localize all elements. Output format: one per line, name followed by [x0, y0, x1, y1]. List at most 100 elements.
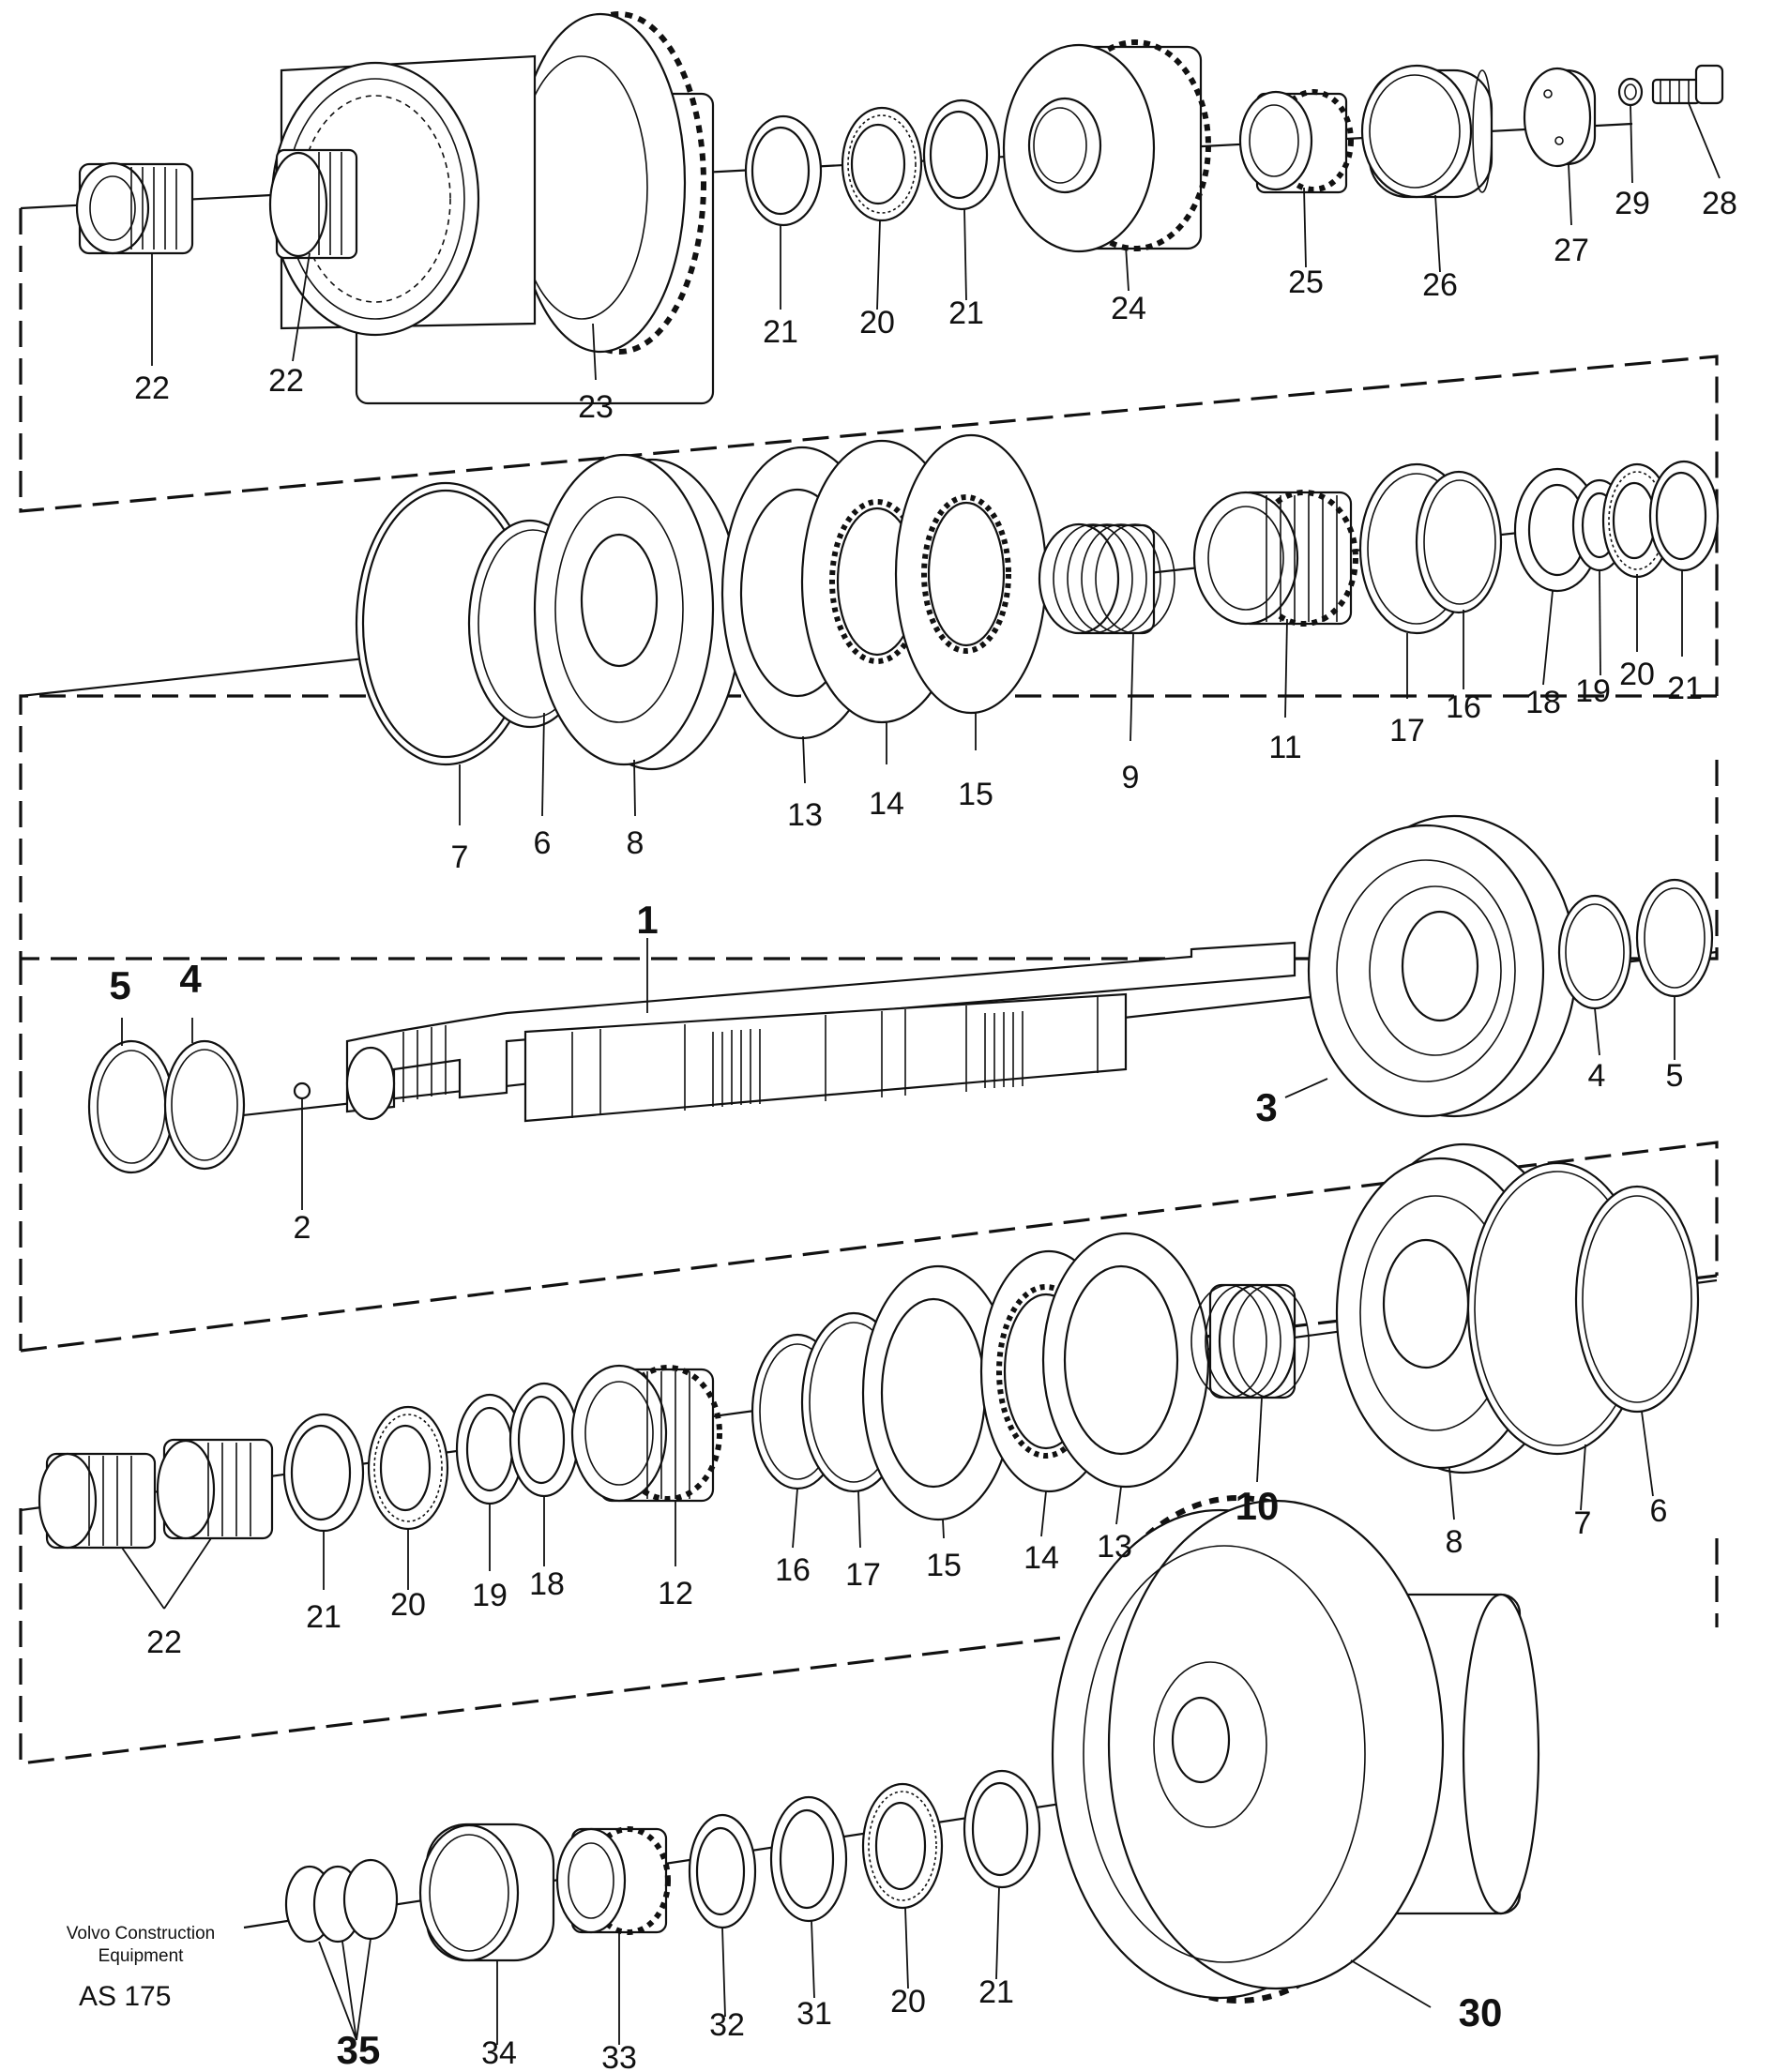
part-label: 24 — [1111, 291, 1146, 326]
sealing-ring-4a — [163, 1039, 246, 1171]
piston-8a — [533, 453, 743, 771]
gear-24 — [1002, 39, 1211, 253]
part-label: 31 — [796, 1996, 832, 2032]
shim-set-35 — [284, 1858, 399, 1943]
thrust-washer-21c — [1648, 460, 1720, 572]
company-name-line1: Volvo Construction — [66, 1924, 216, 1943]
part-label: 1 — [636, 898, 658, 942]
gear-33 — [555, 1826, 671, 1935]
part-label: 26 — [1422, 267, 1458, 303]
part-label: 4 — [1588, 1058, 1606, 1094]
row-5-parts — [284, 1495, 1540, 2004]
thrust-washer-21a — [744, 114, 823, 227]
sealing-ring-5b — [1635, 878, 1714, 998]
part-label: 20 — [890, 1984, 926, 2019]
bushing-34 — [418, 1822, 555, 1962]
needle-bearing-22d — [156, 1438, 274, 1540]
part-label: 34 — [481, 2035, 517, 2071]
part-label: 16 — [1446, 689, 1481, 725]
drawing-footer: Volvo Construction Equipment AS 175 — [38, 1923, 244, 2013]
part-label: 18 — [529, 1566, 565, 1602]
part-label: 20 — [859, 305, 895, 340]
part-label: 6 — [1650, 1493, 1668, 1529]
row-2-parts — [355, 433, 1720, 771]
part-label: 21 — [948, 295, 984, 331]
part-label: 8 — [627, 825, 644, 861]
part-label: 3 — [1255, 1085, 1277, 1129]
part-label: 17 — [1389, 713, 1425, 749]
washer-32 — [688, 1813, 757, 1929]
part-label: 35 — [337, 2028, 381, 2072]
part-label: 21 — [763, 314, 798, 350]
clutch-plate-13b — [1041, 1232, 1210, 1489]
part-label: 7 — [451, 839, 469, 875]
part-label: 12 — [658, 1576, 693, 1611]
row-1-parts — [75, 11, 1724, 405]
part-label: 19 — [472, 1578, 508, 1613]
part-label: 4 — [179, 957, 202, 1001]
part-label: 30 — [1459, 1990, 1503, 2034]
part-label: 17 — [845, 1557, 881, 1593]
part-label: 22 — [268, 363, 304, 399]
thrust-bearing-20c — [367, 1405, 449, 1531]
washer-29 — [1617, 77, 1644, 107]
part-label: 15 — [958, 777, 993, 812]
part-label: 19 — [1575, 673, 1611, 709]
part-label: 5 — [1666, 1058, 1684, 1094]
clutch-plate-15b — [861, 1264, 1015, 1521]
ring-31 — [769, 1795, 848, 1923]
needle-bearing-22b — [268, 148, 358, 260]
drawing-code: AS 175 — [79, 1981, 172, 2012]
part-label: 7 — [1574, 1505, 1592, 1541]
output-gear-30 — [1051, 1495, 1540, 2004]
part-label: 13 — [787, 797, 823, 833]
part-label: 20 — [390, 1587, 426, 1623]
part-label: 29 — [1615, 186, 1650, 221]
thrust-washer-21d — [282, 1413, 365, 1533]
part-label: 11 — [1268, 730, 1301, 765]
part-label: 16 — [775, 1552, 811, 1588]
part-label: 18 — [1525, 685, 1561, 720]
row-3-parts — [87, 814, 1714, 1174]
ball-2 — [293, 1081, 311, 1100]
thrust-bearing-20d — [861, 1782, 944, 1910]
part-label: 20 — [1619, 657, 1655, 692]
part-label: 5 — [109, 963, 130, 1007]
part-label: 22 — [134, 371, 170, 406]
seal-ring-6b — [1574, 1185, 1700, 1414]
part-label: 8 — [1446, 1524, 1463, 1560]
main-shaft-1 — [345, 941, 1296, 1123]
part-label: 9 — [1122, 760, 1140, 795]
spring-ring-16a — [1415, 470, 1503, 614]
part-labels: 22 22 23 21 20 21 24 25 26 27 29 28 7 6 … — [109, 186, 1737, 2072]
part-label: 6 — [534, 825, 552, 861]
part-label: 25 — [1288, 265, 1324, 300]
part-label: 14 — [1023, 1540, 1059, 1576]
clutch-drum-23 — [270, 11, 715, 405]
bolt-28 — [1651, 64, 1724, 105]
return-spring-9 — [1038, 522, 1175, 635]
part-label: 27 — [1554, 233, 1589, 268]
sleeve-gear-25 — [1238, 89, 1354, 194]
leader-lines — [121, 102, 1721, 2045]
washer-18b — [508, 1382, 580, 1498]
part-label: 21 — [1667, 671, 1703, 706]
return-spring-10 — [1190, 1283, 1310, 1399]
part-label: 23 — [578, 389, 614, 425]
part-label: 2 — [294, 1210, 311, 1246]
part-label: 13 — [1097, 1529, 1132, 1565]
sealing-ring-5a — [87, 1039, 175, 1174]
sealing-ring-4b — [1557, 894, 1632, 1010]
part-label: 28 — [1702, 186, 1737, 221]
hub-11 — [1192, 490, 1358, 627]
part-label: 15 — [926, 1548, 962, 1583]
thrust-bearing-20a — [841, 106, 923, 222]
clutch-plate-15a — [894, 433, 1048, 715]
row-4-parts — [38, 1142, 1700, 1550]
thrust-washer-21b — [922, 98, 1001, 211]
needle-bearing-22a — [75, 161, 194, 255]
piston-housing-3 — [1307, 814, 1578, 1118]
needle-bearing-22c — [38, 1452, 157, 1550]
part-label: 14 — [869, 786, 904, 822]
